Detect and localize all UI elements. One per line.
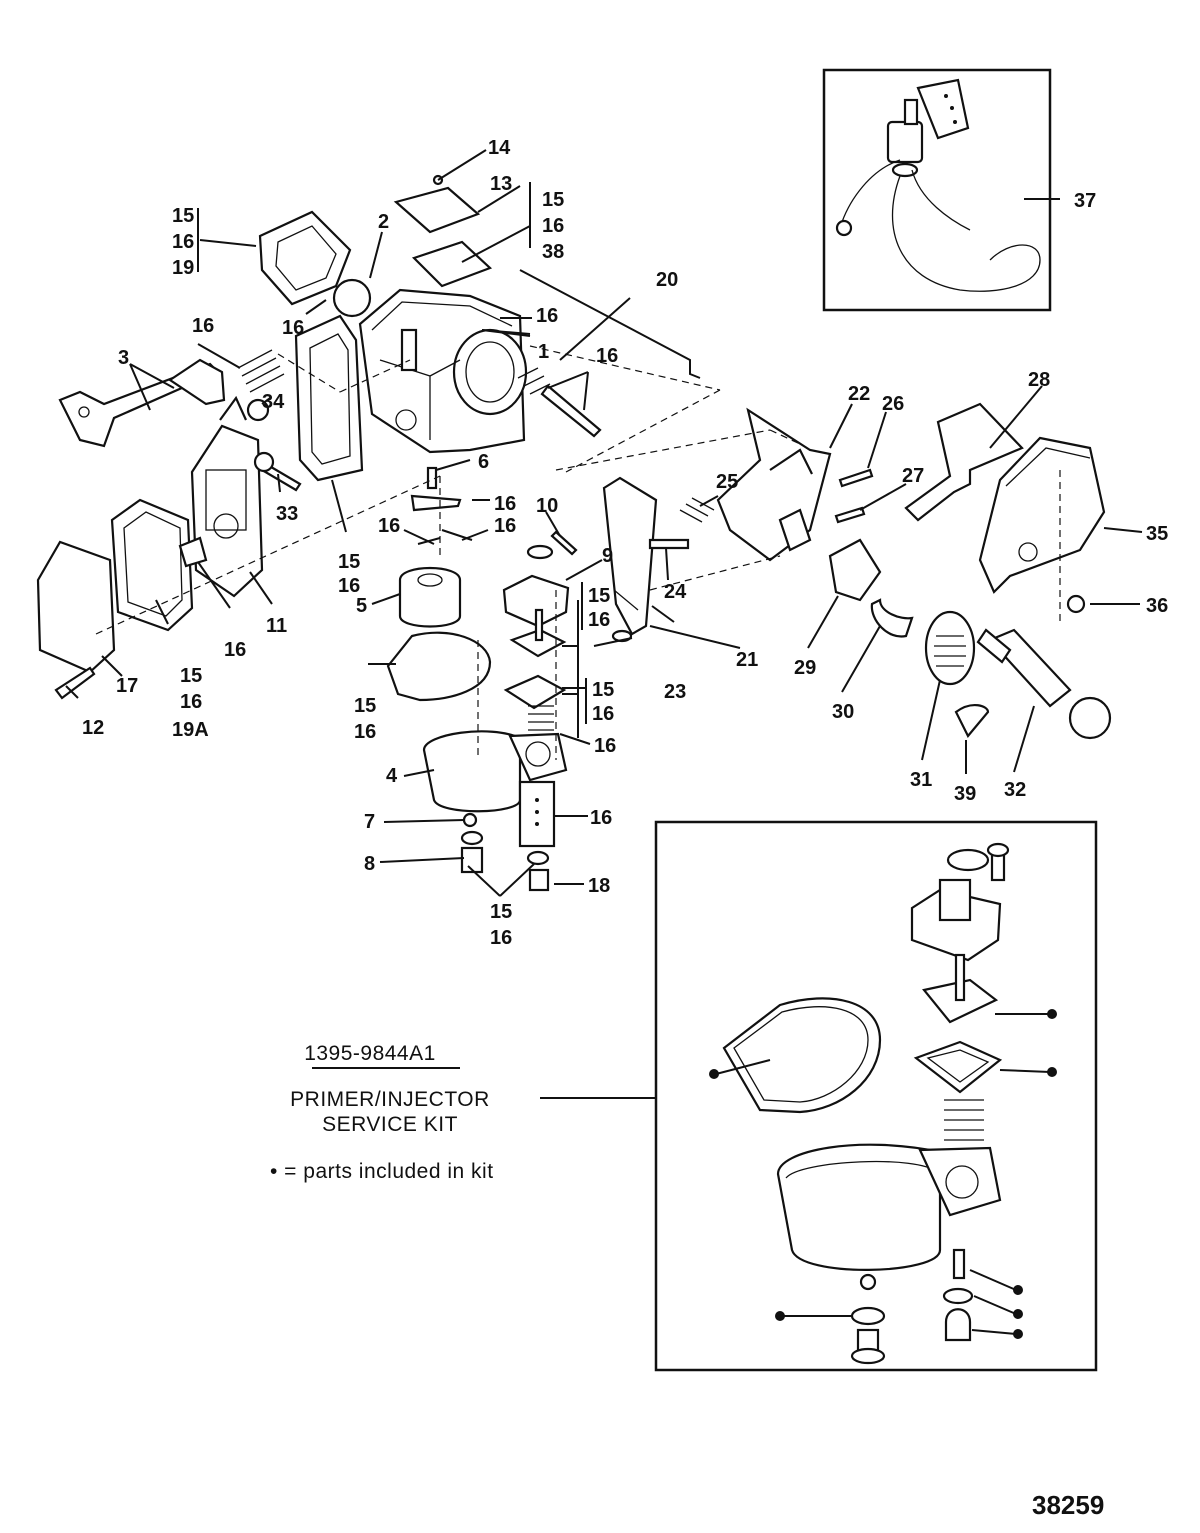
callout-s1b: 16	[172, 231, 194, 253]
callout-1: 1	[538, 341, 549, 363]
callout-s8b: 16	[490, 927, 512, 949]
callout-5: 5	[356, 595, 367, 617]
diaphragm-2	[332, 278, 372, 318]
callout-16i: 16	[594, 735, 616, 757]
callout-11: 11	[266, 615, 287, 637]
primer-inset	[822, 68, 1060, 312]
callout-s3b: 16	[338, 575, 360, 597]
callout-s7a: 15	[592, 679, 614, 701]
callout-30: 30	[832, 701, 854, 723]
callout-12: 12	[82, 717, 104, 739]
callout-35: 35	[1146, 523, 1168, 545]
callout-8: 8	[364, 853, 375, 875]
callout-16d: 16	[596, 345, 618, 367]
callout-16h: 16	[224, 639, 246, 661]
callout-16g: 16	[494, 515, 516, 537]
kit-title-line2: SERVICE KIT	[322, 1113, 458, 1136]
gasket-top	[258, 210, 352, 306]
callout-s2b: 16	[542, 215, 564, 237]
callout-17: 17	[116, 675, 138, 697]
callout-s5a: 15	[354, 695, 376, 717]
callout-16a: 16	[282, 317, 304, 339]
callout-10: 10	[536, 495, 558, 517]
callout-16c: 16	[192, 315, 214, 337]
callout-4: 4	[386, 765, 398, 787]
callout-9: 9	[602, 545, 613, 567]
callout-s4b: 16	[180, 691, 202, 713]
throttle-lever-3	[58, 358, 226, 448]
callout-27: 27	[902, 465, 924, 487]
callout-s6b: 16	[588, 609, 610, 631]
kit-box	[654, 820, 1098, 1372]
callout-14: 14	[488, 137, 511, 159]
kit-legend: • = parts included in kit	[270, 1160, 494, 1183]
callout-s1c: 19	[172, 257, 194, 279]
callout-7: 7	[364, 811, 375, 833]
callout-s6a: 15	[588, 585, 610, 607]
callout-23: 23	[664, 681, 686, 703]
callout-24: 24	[664, 581, 687, 603]
kit-title: PRIMER/INJECTOR SERVICE KIT	[240, 1087, 540, 1137]
callout-13: 13	[490, 173, 512, 195]
callout-16e: 16	[494, 493, 516, 515]
callout-s8a: 15	[490, 901, 512, 923]
leader-lines	[65, 149, 1143, 897]
callout-22: 22	[848, 383, 870, 405]
lever-21	[602, 476, 658, 636]
figure-number: 38259	[1032, 1490, 1105, 1520]
kit-part-number: 1395-9844A1	[304, 1042, 436, 1065]
callout-labels: 1 2 3 4 5 6 7 8 9 10 11 12 13 14 16 16 1…	[82, 137, 1168, 949]
callout-20: 20	[656, 269, 678, 291]
callout-21: 21	[736, 649, 758, 671]
callout-16j: 16	[590, 807, 612, 829]
callout-32: 32	[1004, 779, 1026, 801]
callout-s1a: 15	[172, 205, 194, 227]
callout-s5b: 16	[354, 721, 376, 743]
callout-28: 28	[1028, 369, 1050, 391]
fuel-pump-11	[190, 395, 264, 598]
callout-26: 26	[882, 393, 904, 415]
callout-39: 39	[954, 783, 976, 805]
callout-3: 3	[118, 347, 129, 369]
callout-34: 34	[262, 391, 285, 413]
kit-title-line1: PRIMER/INJECTOR	[290, 1088, 490, 1111]
callout-31: 31	[910, 769, 932, 791]
callout-25: 25	[716, 471, 738, 493]
callout-33: 33	[276, 503, 298, 525]
callout-6: 6	[478, 451, 489, 473]
callout-18: 18	[588, 875, 610, 897]
callout-s2a: 15	[542, 189, 564, 211]
callout-s3a: 15	[338, 551, 360, 573]
callout-29: 29	[794, 657, 816, 679]
callout-36: 36	[1146, 595, 1168, 617]
callout-2: 2	[378, 211, 389, 233]
callout-s2c: 38	[542, 241, 564, 263]
callout-16b: 16	[536, 305, 558, 327]
kit-number-underline	[312, 1067, 460, 1069]
callout-16f: 16	[378, 515, 400, 537]
callout-37: 37	[1074, 190, 1096, 212]
callout-s4c: 19A	[172, 719, 209, 741]
callout-s4a: 15	[180, 665, 202, 687]
callout-s7b: 16	[592, 703, 614, 725]
